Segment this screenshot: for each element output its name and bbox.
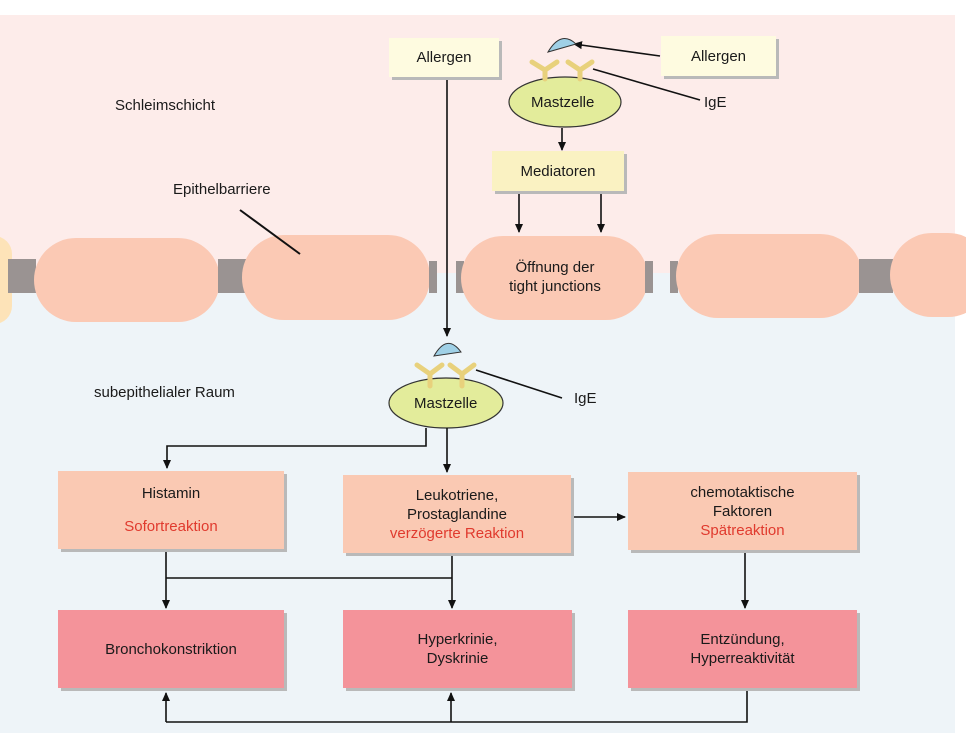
ige-antibodies-top: [529, 59, 595, 82]
mast-cell-top-shape: [508, 76, 622, 128]
tight-junction-label: Öffnung der tight junctions: [480, 258, 630, 296]
epithelial-pointer-line: [239, 209, 301, 255]
inflammation-line1: Entzündung,: [700, 631, 785, 648]
chemotactic-line1: chemotaktische: [690, 483, 795, 501]
mediators-label: Mediatoren: [520, 162, 596, 180]
tight-junction: [8, 259, 36, 293]
epithelial-cell: [676, 234, 862, 318]
leukotrienes-line1: Leukotriene,: [415, 486, 499, 504]
histamine-reaction: Sofortreaktion: [124, 518, 218, 535]
mucus-layer-label: Schleimschicht: [115, 97, 216, 114]
hypercrinia-line2: Dyskrinie: [426, 650, 489, 667]
ige-antibodies-bottom: [414, 362, 477, 389]
allergen-right-label: Allergen: [690, 47, 747, 65]
allergen-left-label: Allergen: [416, 49, 472, 66]
inflammation-box: Entzündung, Hyperreaktivität: [628, 610, 857, 688]
mast-cell-top-label: Mastzelle: [531, 94, 595, 111]
tight-junction-open: [456, 261, 464, 293]
histamine-box: Histamin Sofortreaktion: [58, 471, 284, 549]
allergen-box-right: Allergen: [661, 36, 776, 76]
ige-bottom-pointer: [475, 369, 563, 399]
bronchoconstriction-label: Bronchokonstriktion: [105, 640, 237, 658]
feedback-line: [166, 690, 748, 723]
epithelial-cell: [242, 235, 430, 320]
subepithelial-space-label: subepithelialer Raum: [94, 384, 235, 401]
hypercrinia-box: Hyperkrinie, Dyskrinie: [343, 610, 572, 688]
mediators-box: Mediatoren: [492, 151, 624, 191]
epithelial-barrier-label: Epithelbarriere: [173, 181, 271, 198]
ige-top-pointer: [592, 68, 701, 101]
tight-junction-line2: tight junctions: [509, 278, 601, 295]
tight-junction: [859, 259, 893, 293]
leukotrienes-box: Leukotriene, Prostaglandine verzögerte R…: [343, 475, 571, 553]
histamine-title: Histamin: [141, 485, 201, 502]
leukotrienes-line2: Prostaglandine: [406, 505, 508, 523]
antigen-bottom: [433, 343, 462, 357]
arrow-allergen-to-antigen: [573, 41, 661, 57]
hypercrinia-line1: Hyperkrinie,: [417, 631, 498, 648]
tight-junction-open: [645, 261, 653, 293]
bronchoconstriction-box: Bronchokonstriktion: [58, 610, 284, 688]
tight-junction-open: [429, 261, 437, 293]
chemotactic-box: chemotaktische Faktoren Spätreaktion: [628, 472, 857, 550]
tight-junction: [218, 259, 246, 293]
mast-cell-bottom-label: Mastzelle: [414, 395, 478, 412]
arrow-mastcell-to-histamine: [163, 428, 427, 469]
epithelial-cell: [890, 233, 966, 317]
epithelial-cell: [461, 236, 648, 320]
ige-top-label: IgE: [704, 94, 727, 111]
antigen-top: [546, 38, 577, 53]
right-margin: [955, 0, 966, 733]
allergen-box-left: Allergen: [389, 38, 499, 77]
leukotrienes-reaction: verzögerte Reaktion: [389, 524, 525, 542]
epithelial-cell: [34, 238, 220, 322]
epithelial-cell: [0, 236, 12, 324]
chemotactic-line2: Faktoren: [712, 502, 773, 520]
inflammation-line2: Hyperreaktivität: [690, 650, 795, 667]
tight-junction-open: [670, 261, 678, 293]
tight-junction-line1: Öffnung der: [515, 259, 595, 276]
mast-cell-bottom-shape: [388, 377, 504, 429]
chemotactic-reaction: Spätreaktion: [700, 521, 785, 539]
top-margin: [0, 0, 966, 15]
ige-bottom-label: IgE: [574, 390, 597, 407]
